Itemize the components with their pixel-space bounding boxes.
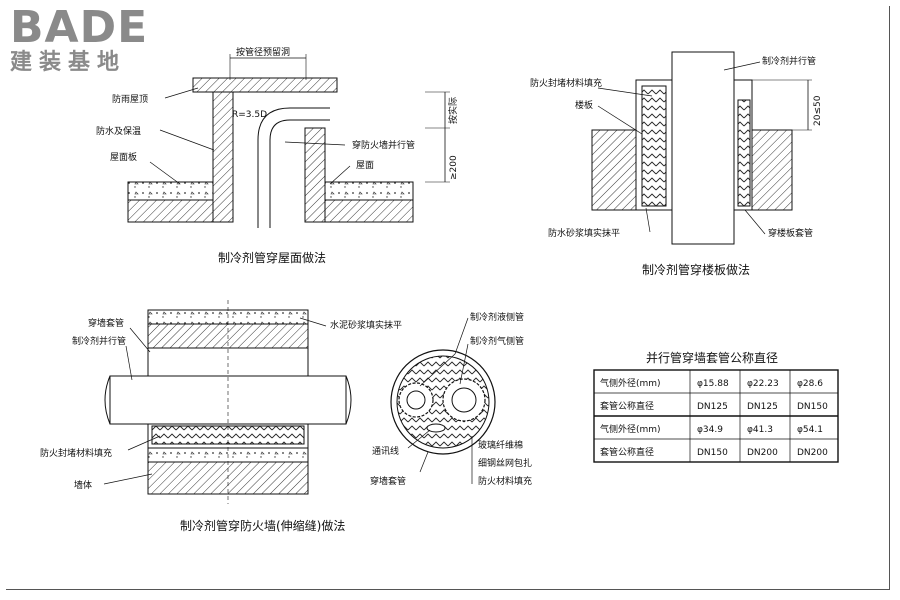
label-floor-sleeve: 穿楼板套管 <box>768 227 813 239</box>
table-title: 并行管穿墙套管公称直径 <box>646 350 778 365</box>
label-gas: 制冷剂气侧管 <box>470 335 524 347</box>
label-fire: 防火材料填充 <box>478 475 532 487</box>
floor-pipe <box>671 51 735 245</box>
floor-slab-right <box>751 129 793 211</box>
label-floor-dim: 20≤50 <box>813 95 823 126</box>
pipe-outer <box>257 107 330 228</box>
table-cell: DN125 <box>697 402 728 412</box>
label-floor-mortar: 防水砂浆填实抹平 <box>548 227 620 239</box>
label-section-sleeve: 穿墙套管 <box>370 475 406 487</box>
roof-slab-left <box>127 199 214 223</box>
sleeve-table: 并行管穿墙套管公称直径 气侧外径(mm) φ15.88 φ22.23 φ28.6… <box>593 350 839 463</box>
left-curb <box>212 91 234 223</box>
rain-cap-slab <box>192 77 338 93</box>
table-cell: φ28.6 <box>797 379 823 389</box>
label-reserved-hole: 按管径预留洞 <box>236 46 290 58</box>
section-gas-pipe <box>451 387 477 413</box>
label-roof-slab: 屋面板 <box>110 151 137 163</box>
wall-title: 制冷剂管穿防火墙(伸缩缝)做法 <box>180 518 345 533</box>
label-dim-top: 按实际 <box>447 97 459 124</box>
label-wall-sleeve: 穿墙套管 <box>88 317 124 329</box>
floor-fire-fill <box>641 85 667 207</box>
label-wall-pipe: 制冷剂并行管 <box>72 335 126 347</box>
floor-slab-left <box>591 129 637 211</box>
label-rain-cap: 防雨屋顶 <box>112 93 148 105</box>
section-comm-line <box>426 423 446 433</box>
label-roof-surface: 屋面 <box>356 160 374 171</box>
drawing-frame <box>6 6 890 590</box>
pipe-inner <box>269 119 330 228</box>
table-cell: φ22.23 <box>747 379 779 389</box>
right-curb <box>304 127 326 223</box>
pipe-cross-section: 制冷剂液侧管 制冷剂气侧管 通讯线 穿墙套管 玻璃纤维棉 细钢丝网包扎 防火材料… <box>370 311 532 487</box>
table-cell: φ15.88 <box>697 379 729 389</box>
logo-main: BADE <box>10 2 149 53</box>
logo: BADE 建装基地 <box>10 6 148 76</box>
wall-detail: 穿墙套管 制冷剂并行管 水泥砂浆填实抹平 防火封堵材料填充 墙体 制冷剂管穿防火… <box>40 300 402 533</box>
label-liquid: 制冷剂液侧管 <box>470 311 524 323</box>
table-cell: 套管公称直径 <box>600 446 654 458</box>
table-cell: 气侧外径(mm) <box>600 423 661 435</box>
roof-title: 制冷剂管穿屋面做法 <box>218 250 326 265</box>
table-cell: φ54.1 <box>797 425 823 435</box>
floor-detail: 20≤50 制冷剂并行管 防火封堵材料填充 楼板 防水砂浆填实抹平 穿楼板套管 … <box>530 51 823 277</box>
roof-slab-right <box>324 199 414 223</box>
label-wall-fire-fill: 防火封堵材料填充 <box>40 447 112 459</box>
table-cell: DN200 <box>747 448 778 458</box>
label-dim-200: ≥200 <box>449 155 459 180</box>
label-wire: 细钢丝网包扎 <box>478 457 532 469</box>
section-liquid-pipe <box>406 390 426 410</box>
table-cell: φ34.9 <box>697 425 723 435</box>
label-waterproof: 防水及保温 <box>96 125 141 137</box>
table-cell: DN125 <box>747 402 778 412</box>
roof-detail: 按管径预留洞 按实际 ≥200 防雨屋顶 防水及保温 屋面板 R=3.5D 穿防… <box>96 46 459 265</box>
label-roof-pipe: 穿防火墙并行管 <box>352 139 415 151</box>
table-cell: 气侧外径(mm) <box>600 377 661 389</box>
table-cell: φ41.3 <box>747 425 773 435</box>
table-cell: DN150 <box>697 448 728 458</box>
floor-title: 制冷剂管穿楼板做法 <box>642 262 750 277</box>
table-cell: 套管公称直径 <box>600 400 654 412</box>
label-wall: 墙体 <box>74 479 92 491</box>
roof-screed-left <box>127 181 214 201</box>
label-comm: 通讯线 <box>372 445 399 457</box>
label-radius: R=3.5D <box>232 110 267 120</box>
logo-sub: 建装基地 <box>10 50 127 75</box>
label-floor-fire-fill: 防火封堵材料填充 <box>530 77 602 89</box>
label-wall-mortar: 水泥砂浆填实抹平 <box>330 319 402 331</box>
floor-fire-fill-right <box>737 99 751 207</box>
label-floor-pipe: 制冷剂并行管 <box>762 55 816 67</box>
label-glass: 玻璃纤维棉 <box>478 439 523 451</box>
table-cell: DN150 <box>797 402 828 412</box>
roof-screed-right <box>324 181 414 201</box>
table-cell: DN200 <box>797 448 828 458</box>
label-floor-slab: 楼板 <box>575 99 593 111</box>
